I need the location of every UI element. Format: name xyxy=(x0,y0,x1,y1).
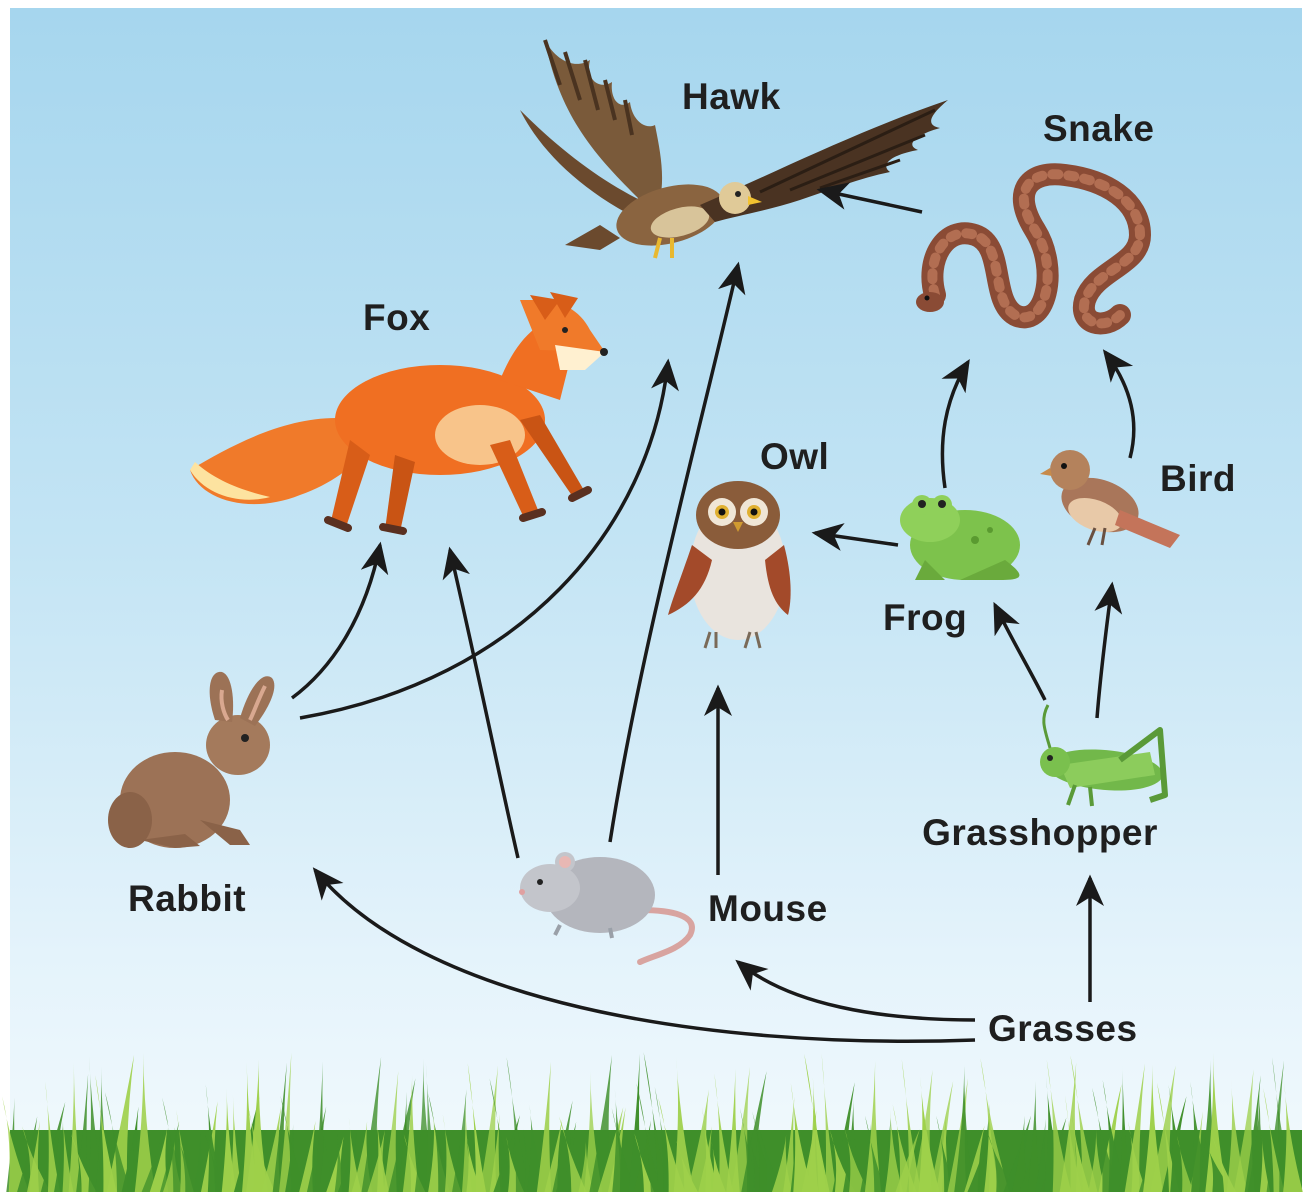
frog-illustration xyxy=(900,495,1020,580)
bird-illustration xyxy=(1040,450,1180,548)
label-mouse: Mouse xyxy=(708,888,828,929)
arrow-rabbit-to-hawk xyxy=(299,358,679,720)
arrow-rabbit-to-fox xyxy=(290,541,389,700)
label-frog: Frog xyxy=(883,597,968,638)
arrow-grasshopper-to-frog xyxy=(993,601,1047,701)
grass-illustration xyxy=(2,1052,1303,1192)
owl-illustration xyxy=(668,481,791,649)
arrow-snake-to-hawk xyxy=(816,182,923,214)
label-hawk: Hawk xyxy=(682,76,781,117)
arrow-grasses-to-mouse xyxy=(735,959,976,1022)
label-bird: Bird xyxy=(1160,458,1236,499)
feeding-arrows xyxy=(290,182,1136,1043)
label-owl: Owl xyxy=(760,436,830,477)
mouse-illustration xyxy=(519,852,695,965)
label-grasses: Grasses xyxy=(988,1008,1138,1049)
label-grasshopper: Grasshopper xyxy=(922,812,1158,853)
arrow-grasses-to-rabbit xyxy=(312,867,976,1043)
arrow-mouse-to-fox xyxy=(442,546,520,859)
snake-illustration xyxy=(916,163,1152,335)
label-rabbit: Rabbit xyxy=(128,878,247,919)
arrow-bird-to-snake xyxy=(1102,349,1136,459)
label-snake: Snake xyxy=(1043,108,1155,149)
label-fox: Fox xyxy=(363,297,431,338)
hawk-illustration xyxy=(520,39,948,259)
fox-illustration xyxy=(190,292,608,535)
arrow-mouse-to-hawk xyxy=(608,261,746,843)
grasshopper-illustration xyxy=(1040,704,1168,807)
arrow-frog-to-owl xyxy=(811,523,899,551)
arrow-frog-to-snake xyxy=(940,359,970,489)
rabbit-illustration xyxy=(108,671,275,848)
arrow-grasshopper-to-bird xyxy=(1094,581,1123,719)
